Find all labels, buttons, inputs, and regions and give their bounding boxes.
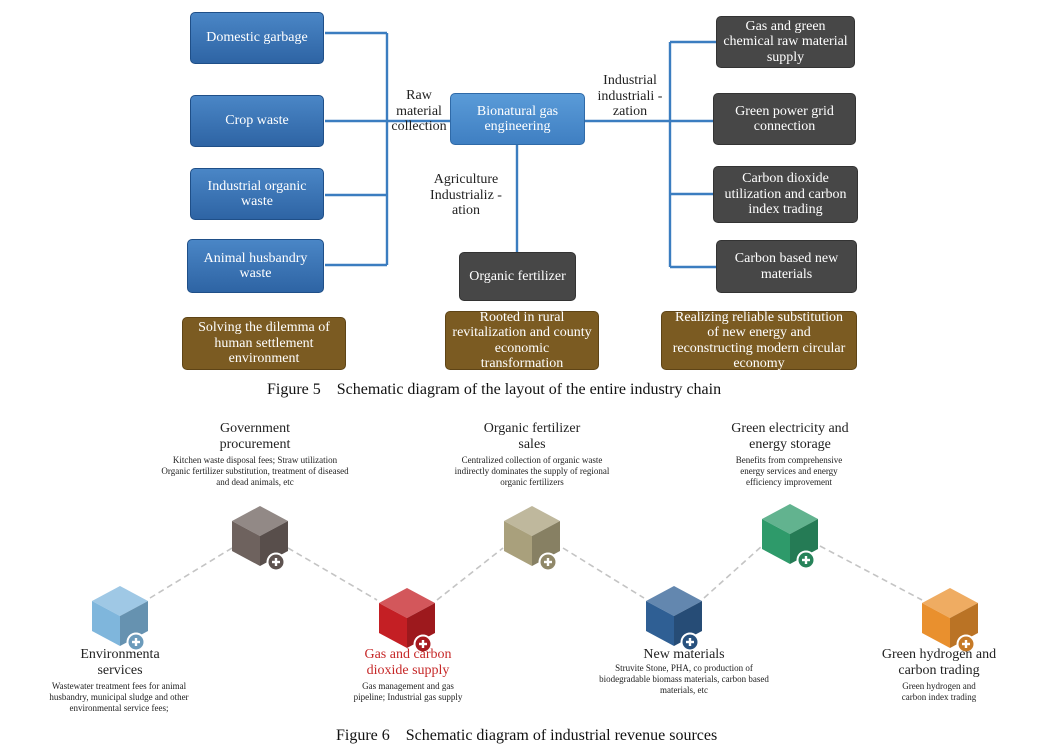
source-title-government-procurement: Government procurement bbox=[219, 421, 291, 453]
bionatural-gas-engineering: Bionatural gas engineering bbox=[450, 93, 585, 145]
cube-organic-fertilizer-sales-icon bbox=[504, 506, 560, 572]
goal-human-settlement: Solving the dilemma of human settlement … bbox=[182, 317, 346, 370]
source-title-environmental-services: Environmenta services bbox=[80, 647, 160, 679]
output-label: Gas and green chemical raw material supp… bbox=[723, 18, 848, 65]
source-desc-green-electricity: Benefits from comprehensive energy servi… bbox=[735, 455, 843, 487]
output-gas-chemical-supply: Gas and green chemical raw material supp… bbox=[716, 16, 855, 68]
input-crop-waste: Crop waste bbox=[190, 95, 324, 147]
cube-gas-carbon-supply-icon bbox=[379, 588, 435, 654]
output-label: Green power grid connection bbox=[735, 103, 834, 134]
figure6-caption: Figure 6 Schematic diagram of industrial… bbox=[336, 727, 718, 744]
center-label: Bionatural gas engineering bbox=[476, 103, 559, 134]
source-title-green-hydrogen: Green hydrogen and carbon trading bbox=[881, 647, 997, 679]
goal-label: Solving the dilemma of human settlement … bbox=[198, 320, 330, 367]
output-label: Carbon dioxide utilization and carbon in… bbox=[724, 171, 847, 218]
agriculture-industrialization-label: Agriculture Industrializ -ation bbox=[430, 172, 502, 219]
industrial-industrialization-label: Industrial industriali -zation bbox=[597, 73, 663, 120]
source-desc-organic-fertilizer-sales: Centralized collection of organic waste … bbox=[454, 455, 610, 487]
figure5-caption: Figure 5 Schematic diagram of the layout… bbox=[267, 381, 722, 398]
input-label: Crop waste bbox=[225, 113, 289, 129]
source-desc-new-materials: Struvite Stone, PHA, co production of bi… bbox=[599, 663, 769, 695]
cube-green-hydrogen-icon bbox=[922, 588, 978, 654]
fertilizer-label: Organic fertilizer bbox=[469, 268, 566, 284]
source-title-green-electricity: Green electricity and energy storage bbox=[731, 421, 849, 453]
source-title-new-materials: New materials bbox=[643, 647, 725, 662]
source-desc-government-procurement: Kitchen waste disposal fees; Straw utili… bbox=[161, 455, 349, 487]
input-label: Animal husbandry waste bbox=[203, 250, 308, 281]
input-domestic-garbage: Domestic garbage bbox=[190, 12, 324, 64]
cube-environmental-services-icon bbox=[92, 586, 148, 652]
goal-rural-revitalization: Rooted in rural revitalization and count… bbox=[445, 309, 599, 371]
goal-label: Realizing reliable substitution of new e… bbox=[672, 309, 846, 371]
source-title-organic-fertilizer-sales: Organic fertilizer sales bbox=[483, 421, 581, 453]
organic-fertilizer: Organic fertilizer bbox=[459, 252, 576, 301]
output-carbon-based-materials: Carbon based new materials bbox=[716, 240, 857, 293]
source-desc-gas-carbon-supply: Gas management and gas pipeline; Industr… bbox=[353, 681, 463, 702]
output-label: Carbon based new materials bbox=[734, 251, 839, 282]
cube-new-materials-icon bbox=[646, 586, 702, 652]
goal-label: Rooted in rural revitalization and count… bbox=[452, 309, 592, 371]
cube-government-procurement-icon bbox=[232, 506, 288, 572]
source-title-gas-carbon-supply: Gas and carbon dioxide supply bbox=[364, 647, 452, 679]
input-animal-husbandry-waste: Animal husbandry waste bbox=[187, 239, 324, 293]
goal-new-energy-substitution: Realizing reliable substitution of new e… bbox=[661, 309, 857, 371]
input-label: Domestic garbage bbox=[206, 30, 308, 46]
source-desc-green-hydrogen: Green hydrogen and carbon index trading bbox=[901, 681, 977, 702]
output-green-power-grid: Green power grid connection bbox=[713, 93, 856, 145]
input-label: Industrial organic waste bbox=[207, 178, 307, 209]
output-carbon-dioxide-utilization: Carbon dioxide utilization and carbon in… bbox=[713, 166, 858, 223]
raw-material-collection-label: Raw material collection bbox=[391, 88, 447, 135]
input-industrial-organic-waste: Industrial organic waste bbox=[190, 168, 324, 220]
source-desc-environmental-services: Wastewater treatment fees for animal hus… bbox=[49, 681, 189, 713]
cube-green-electricity-icon bbox=[762, 504, 818, 570]
